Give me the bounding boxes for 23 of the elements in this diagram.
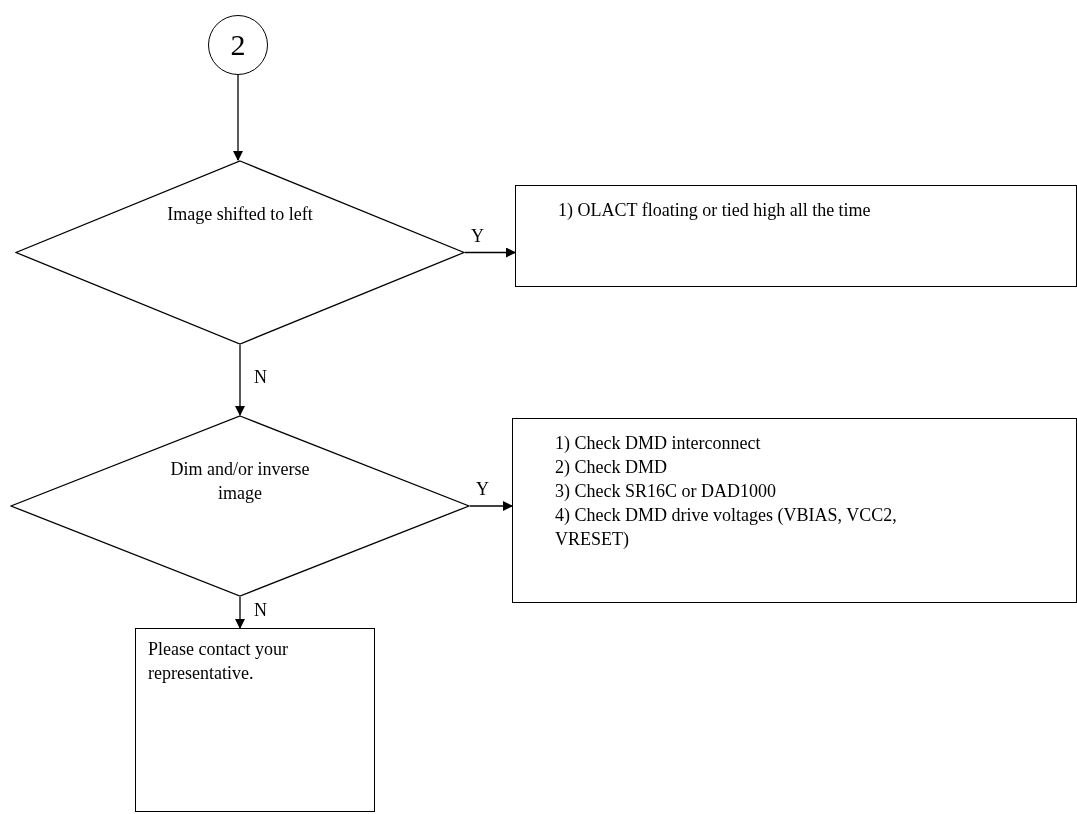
decision-diamond — [15, 160, 465, 345]
arrow — [464, 247, 516, 258]
decision-diamond — [10, 415, 470, 597]
node-text: 1) Check DMD interconnect — [555, 432, 762, 455]
edge-label: Y — [474, 480, 491, 498]
node-text: 2 — [230, 30, 246, 60]
process-box — [515, 185, 1077, 287]
process-box — [512, 418, 1077, 603]
edge-label: Y — [469, 226, 486, 245]
node-text: 2) Check DMD — [555, 456, 668, 479]
node-text: 4) Check DMD drive voltages (VBIAS, VCC2, VRESET) — [555, 504, 898, 551]
edge-label: N — [252, 368, 269, 386]
node-text: Image shifted to left — [167, 203, 313, 226]
arrow — [235, 596, 245, 629]
node-text: Dim and/or inverse image — [169, 458, 311, 505]
arrow — [469, 501, 513, 511]
node-text: Please contact your representative. — [148, 638, 289, 685]
arrow — [233, 74, 243, 161]
node-text: 1) OLACT floating or tied high all the time — [558, 199, 872, 222]
arrow — [235, 344, 245, 416]
process-box — [135, 628, 375, 812]
edge-label: N — [252, 600, 269, 619]
node-text: 3) Check SR16C or DAD1000 — [555, 480, 777, 503]
